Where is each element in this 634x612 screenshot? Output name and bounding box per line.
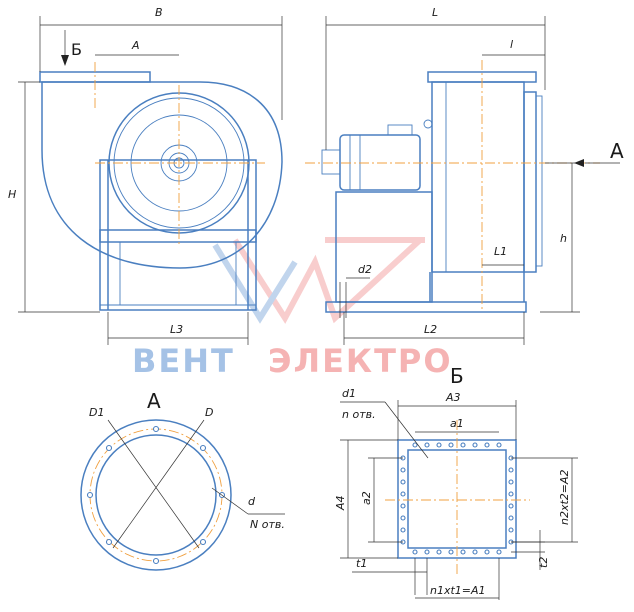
dim-A4-label: A4 — [334, 495, 347, 511]
side-frame — [335, 191, 433, 303]
dim-L-label: L — [432, 6, 438, 19]
dim-t1-label: t1 — [356, 557, 367, 570]
side-view — [305, 16, 620, 345]
dim-D-label: D — [205, 406, 213, 419]
dim-l-label: l — [510, 38, 513, 51]
watermark-text-red: ЭЛЕКТРО — [268, 342, 453, 380]
dim-n2-label: n2xt2=A2 — [558, 469, 571, 525]
watermark-text-blue: ВЕНТ — [132, 342, 235, 380]
holes-n-label: n отв. — [342, 408, 376, 421]
holes-N-label: N отв. — [250, 518, 285, 531]
dim-L1-label: L1 — [494, 245, 507, 258]
watermark-logo — [212, 237, 425, 324]
front-view — [18, 16, 283, 345]
flange-holes — [400, 442, 514, 555]
electric-motor — [339, 134, 421, 191]
dim-t2-label: t2 — [537, 557, 550, 568]
square-flange-title: Б — [450, 364, 464, 388]
dim-B-label: B — [155, 6, 163, 19]
dim-d2-label: d2 — [358, 263, 372, 276]
dim-L3-label: L3 — [170, 323, 183, 336]
view-arrow-label-A: A — [610, 139, 624, 163]
dim-L2-label: L2 — [424, 323, 437, 336]
dim-A-label: A — [131, 39, 140, 52]
round-flange-view — [80, 419, 285, 571]
dim-h-label: h — [560, 232, 567, 245]
round-flange-title: A — [147, 389, 161, 413]
support-frame — [99, 159, 257, 311]
dim-a1-label: a1 — [450, 417, 464, 430]
dim-D1-label: D1 — [89, 406, 104, 419]
dim-d-label: d — [248, 495, 256, 508]
dim-a2-label: a2 — [360, 491, 373, 505]
dim-A3-label: A3 — [445, 391, 461, 404]
dim-d1-label: d1 — [342, 387, 356, 400]
square-flange-view — [340, 400, 578, 600]
view-arrow-label-B: Б — [71, 40, 82, 59]
volute-casing — [41, 81, 283, 269]
dim-H-label: H — [8, 188, 16, 201]
dim-n1-label: n1xt1=A1 — [430, 584, 486, 597]
